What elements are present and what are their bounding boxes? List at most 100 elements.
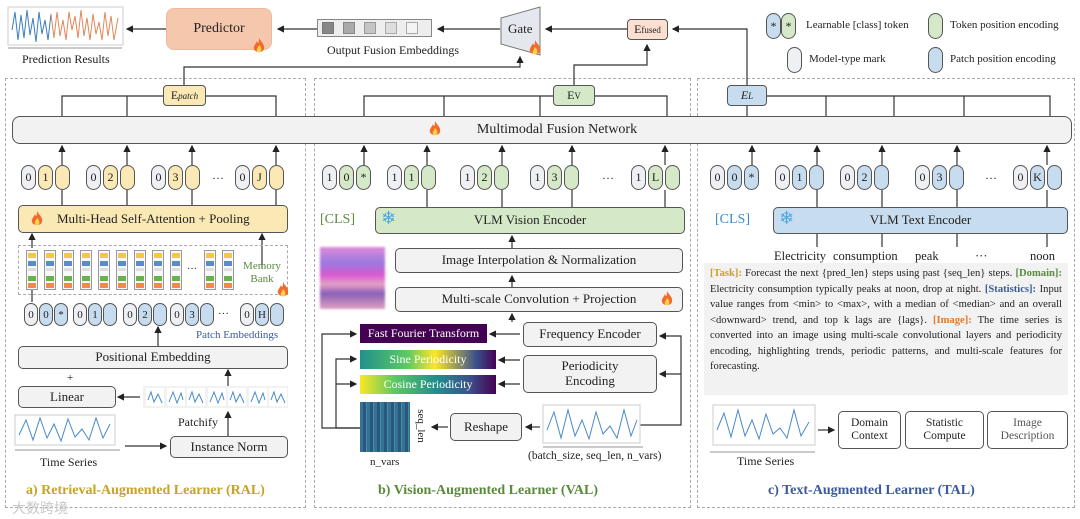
instance-norm-box: Instance Norm bbox=[170, 436, 288, 458]
memory-slot bbox=[80, 250, 92, 290]
patch-thumbnails bbox=[143, 386, 288, 408]
vlm-text-encoder: VLM Text Encoder bbox=[773, 207, 1068, 234]
multiscale-conv-box: Multi-scale Convolution + Projection bbox=[395, 287, 683, 312]
fire-icon bbox=[661, 291, 673, 306]
patch-thumbnail bbox=[207, 388, 226, 406]
token-pill bbox=[874, 165, 889, 190]
patch-token-pill: * bbox=[54, 303, 68, 326]
ellipsis: ··· bbox=[218, 308, 229, 320]
memory-bank-label: Memory Bank bbox=[243, 260, 281, 285]
token-pill: 0 bbox=[86, 165, 101, 190]
patch-token-pill bbox=[200, 303, 214, 326]
patch-token-pill bbox=[270, 303, 284, 326]
legend-class-token-label: Learnable [class] token bbox=[806, 19, 909, 31]
output-fusion-label: Output Fusion Embeddings bbox=[327, 43, 460, 57]
memory-slot bbox=[170, 250, 182, 290]
fire-icon bbox=[529, 40, 541, 55]
patchify-label: Patchify bbox=[178, 415, 218, 429]
patch-thumbnail bbox=[248, 388, 267, 406]
token-pill: 0 bbox=[339, 165, 354, 190]
patch-token-pill: 0 bbox=[24, 303, 38, 326]
token-pill: 0 bbox=[710, 165, 725, 190]
val-title: b) Vision-Augmented Learner (VAL) bbox=[378, 483, 598, 498]
token-pill: L bbox=[648, 165, 663, 190]
frequency-encoder-box: Frequency Encoder bbox=[523, 322, 657, 347]
token-pill bbox=[55, 165, 70, 190]
token-pill: 2 bbox=[103, 165, 118, 190]
time-series-label: Time Series bbox=[40, 455, 98, 469]
patch-token-pill: 0 bbox=[170, 303, 184, 326]
predictor-box: Predictor bbox=[166, 8, 272, 50]
input-word: peak bbox=[915, 249, 939, 263]
token-pill: 1 bbox=[322, 165, 337, 190]
input-word: ··· bbox=[975, 249, 988, 263]
generated-image bbox=[320, 247, 385, 309]
token-pill: 3 bbox=[168, 165, 183, 190]
periodicity-encoding-box: Periodicity Encoding bbox=[523, 355, 657, 393]
fft-bar: Fast Fourier Transform bbox=[360, 324, 487, 343]
patch-token-pill: 0 bbox=[240, 303, 254, 326]
legend-token-pos bbox=[928, 13, 943, 39]
token-pill: 0 bbox=[915, 165, 930, 190]
token-pill: 0 bbox=[1013, 165, 1028, 190]
tal-section bbox=[697, 78, 1075, 508]
fire-icon bbox=[277, 282, 289, 297]
gate-label: Gate bbox=[508, 21, 533, 36]
cosine-bar: Cosine Periodicity bbox=[360, 375, 496, 394]
patch-token-pill: 2 bbox=[138, 303, 152, 326]
prediction-results-label: Prediction Results bbox=[22, 52, 110, 66]
reshape-box: Reshape bbox=[450, 413, 522, 441]
patch-token-pill bbox=[153, 303, 167, 326]
patch-embeddings-label: Patch Embeddings bbox=[196, 329, 279, 341]
input-word: Electricity bbox=[774, 249, 827, 263]
token-pill: 3 bbox=[547, 165, 562, 190]
patch-thumbnail bbox=[269, 388, 287, 406]
memory-slot bbox=[152, 250, 164, 290]
legend-token-pos-label: Token position encoding bbox=[950, 19, 1059, 31]
legend-patch-pos-label: Patch position encoding bbox=[950, 53, 1056, 65]
image-description-box: Image Description bbox=[987, 411, 1068, 449]
fire-icon bbox=[31, 211, 43, 226]
tal-title: c) Text-Augmented Learner (TAL) bbox=[768, 483, 975, 498]
sine-bar: Sine Periodicity bbox=[360, 350, 496, 369]
token-pill bbox=[949, 165, 964, 190]
patch-thumbnail bbox=[166, 388, 185, 406]
ellipsis: ··· bbox=[212, 171, 224, 185]
seq-len-label: seq_len bbox=[414, 409, 427, 443]
token-pill: K bbox=[1030, 165, 1045, 190]
patch-token-pill: 3 bbox=[185, 303, 199, 326]
token-pill: 1 bbox=[38, 165, 53, 190]
legend-model-type-label: Model-type mark bbox=[809, 53, 886, 65]
fire-icon bbox=[253, 38, 265, 53]
vlm-vision-encoder: VLM Vision Encoder bbox=[375, 207, 685, 234]
token-pill bbox=[185, 165, 200, 190]
token-pill: 0 bbox=[21, 165, 36, 190]
token-pill: 2 bbox=[857, 165, 872, 190]
ellipsis: ··· bbox=[187, 264, 197, 275]
token-pill: 0 bbox=[151, 165, 166, 190]
memory-slot bbox=[62, 250, 74, 290]
token-pill bbox=[269, 165, 284, 190]
token-pill bbox=[120, 165, 135, 190]
ral-section bbox=[5, 78, 306, 508]
patch-token-pill: 1 bbox=[88, 303, 102, 326]
ral-title: a) Retrieval-Augmented Learner (RAL) bbox=[26, 483, 265, 498]
token-pill: 1 bbox=[631, 165, 646, 190]
token-pill: 1 bbox=[404, 165, 419, 190]
image-interpolation-box: Image Interpolation & Normalization bbox=[395, 248, 683, 273]
token-pill bbox=[494, 165, 509, 190]
fusion-label: Multimodal Fusion Network bbox=[476, 121, 638, 137]
domain-context-box: Domain Context bbox=[838, 411, 901, 449]
fire-icon bbox=[429, 121, 441, 136]
linear-box: Linear bbox=[18, 386, 116, 408]
token-pill bbox=[421, 165, 436, 190]
token-pill: J bbox=[252, 165, 267, 190]
token-pill: 1 bbox=[530, 165, 545, 190]
patch-thumbnail bbox=[187, 388, 205, 406]
statistic-compute-box: Statistic Compute bbox=[905, 411, 984, 449]
legend-class-token-green: * bbox=[781, 13, 796, 39]
patch-token-pill bbox=[103, 303, 117, 326]
legend-class-token-blue: * bbox=[766, 13, 781, 39]
